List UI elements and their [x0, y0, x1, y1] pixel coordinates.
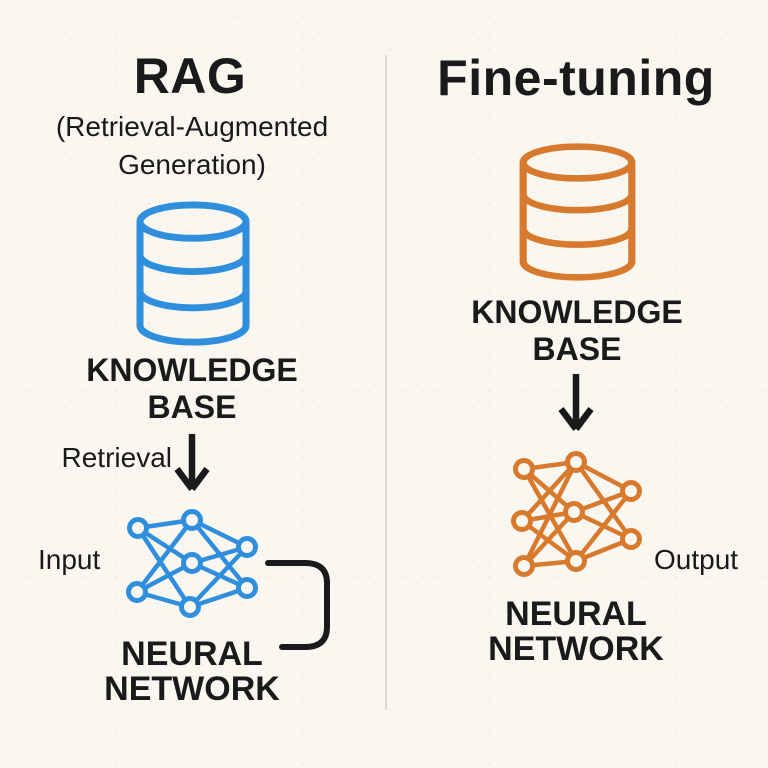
- down-arrow-icon: [558, 374, 594, 431]
- neural-network-label: NEURAL NETWORK: [104, 637, 280, 707]
- retrieval-label: Retrieval: [61, 442, 172, 473]
- rag-subtitle-line1: (Retrieval-Augmented: [55, 111, 329, 142]
- output-label: Output: [654, 544, 739, 575]
- knowledge-base-label: KNOWLEDGE BASE: [86, 352, 298, 426]
- rag-title: RAG: [133, 48, 247, 104]
- knowledge-base-line1: KNOWLEDGE: [86, 352, 298, 388]
- neural-network-line1: NEURAL: [121, 635, 263, 673]
- neural-network-line2: NETWORK: [488, 630, 664, 668]
- neural-network-line2: NETWORK: [104, 670, 280, 708]
- neural-network-icon: [511, 451, 642, 577]
- knowledge-base-line2: BASE: [532, 331, 622, 367]
- rag-subtitle: (Retrieval-Augmented Generation): [56, 108, 328, 184]
- output-loop-bracket-icon: [265, 560, 330, 650]
- finetuning-title: Fine-tuning: [437, 50, 715, 106]
- knowledge-base-line1: KNOWLEDGE: [471, 294, 683, 330]
- column-divider: [385, 55, 387, 710]
- database-icon: [519, 143, 636, 281]
- input-label: Input: [38, 544, 101, 575]
- knowledge-base-line2: BASE: [147, 389, 237, 425]
- database-icon: [136, 201, 250, 346]
- down-arrow-icon: [174, 434, 210, 491]
- neural-network-icon: [126, 509, 258, 618]
- neural-network-label: NEURAL NETWORK: [488, 597, 664, 667]
- knowledge-base-label: KNOWLEDGE BASE: [471, 294, 683, 368]
- neural-network-line1: NEURAL: [505, 595, 647, 633]
- rag-subtitle-line2: Generation): [118, 149, 266, 180]
